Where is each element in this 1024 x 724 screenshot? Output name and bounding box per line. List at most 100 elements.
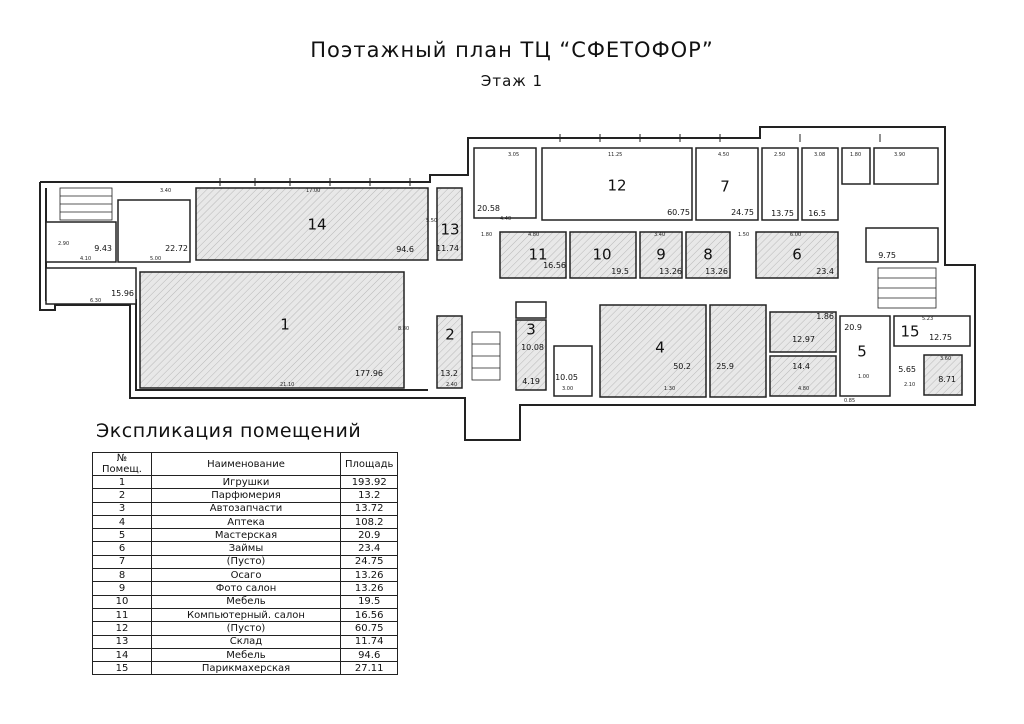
room-number: 10 (592, 246, 611, 264)
extra-areas: 9.43 22.72 15.96 20.58 13.75 16.5 9.75 2… (94, 204, 956, 386)
dimension: 21.10 (280, 382, 294, 388)
dimension: 5.50 (426, 218, 437, 224)
cell-area: 16.56 (339, 607, 399, 623)
room-10 (569, 231, 637, 279)
dimension: 6.30 (90, 298, 101, 304)
room-4c (769, 311, 837, 353)
room-number: 12 (607, 177, 626, 195)
dimension: 8.80 (398, 326, 409, 332)
room-area: 24.75 (731, 208, 754, 217)
cell-area: 20.9 (339, 528, 399, 543)
stairs (59, 187, 937, 381)
area-label: 15.96 (111, 289, 134, 298)
cell-num: 12 (92, 621, 152, 636)
dimension: 3.00 (562, 386, 573, 392)
room-4 (599, 304, 707, 398)
room-13 (436, 187, 463, 261)
room-labels: 1 177.96 2 13.2 3 10.08 4 50.2 5 20.9 6 … (280, 177, 952, 379)
cell-area: 27.11 (339, 661, 399, 676)
cell-name: (Пусто) (151, 621, 341, 636)
room-4b (709, 304, 767, 398)
cell-area: 13.26 (339, 581, 399, 596)
cell-num: 2 (92, 488, 152, 503)
dimension: 4.40 (500, 216, 511, 222)
dimension: 1.30 (664, 386, 675, 392)
room-number: 15 (900, 323, 919, 341)
area-label: 5.65 (898, 365, 916, 374)
room-number: 13 (440, 221, 459, 239)
cell-name: Осаго (151, 568, 341, 583)
room-area: 11.74 (436, 244, 459, 253)
room-number: 6 (792, 246, 802, 264)
cell-num: 8 (92, 568, 152, 583)
room-area: 19.5 (611, 267, 629, 276)
area-label: 14.4 (792, 362, 810, 371)
legend-title: Экспликация помещений (96, 420, 362, 442)
room-area: 50.2 (673, 362, 691, 371)
cell-num: 13 (92, 634, 152, 649)
room-area: 13.26 (659, 267, 682, 276)
room-number: 5 (857, 343, 867, 361)
cell-area: 19.5 (339, 594, 399, 609)
dimension: 3.05 (508, 152, 519, 158)
room-15a (923, 354, 963, 396)
room-11 (499, 231, 567, 279)
dimension: 3.08 (814, 152, 825, 158)
room-9 (639, 231, 683, 279)
area-label: 9.43 (94, 244, 112, 253)
cell-name: Парикмахерская (151, 661, 341, 676)
room-area: 94.6 (396, 245, 414, 254)
cell-name: Фото салон (151, 581, 341, 596)
area-label: 22.72 (165, 244, 188, 253)
cell-num: 7 (92, 554, 152, 570)
room-area: 16.56 (543, 261, 566, 270)
room-area: 12.75 (929, 333, 952, 342)
cell-num: 4 (92, 514, 152, 530)
dimension: 17.00 (306, 188, 320, 194)
room-area: 10.08 (521, 343, 544, 352)
cell-num: 1 (92, 474, 152, 490)
windows (219, 134, 881, 186)
page-title: Поэтажный план ТЦ “СФЕТОФОР” (310, 38, 714, 62)
cell-name: Займы (151, 541, 341, 556)
dimension: 3.90 (894, 152, 905, 158)
cell-num: 6 (92, 541, 152, 556)
dimension: 1.50 (738, 232, 749, 238)
dimension: 2.90 (58, 241, 69, 247)
room-area: 20.9 (844, 323, 862, 332)
dimension: 6.00 (790, 232, 801, 238)
table-row: 12(Пусто)60.75 (92, 621, 399, 636)
cell-name: Автозапчасти (151, 501, 341, 516)
cell-num: 10 (92, 594, 152, 609)
cell-num: 3 (92, 501, 152, 516)
dimension: 3.40 (160, 188, 171, 194)
room-number: 4 (655, 339, 665, 357)
room-number: 3 (526, 321, 536, 339)
room-8 (685, 231, 731, 279)
room-1 (139, 271, 405, 389)
room-area: 13.26 (705, 267, 728, 276)
cell-num: 5 (92, 528, 152, 543)
cell-area: 60.75 (339, 621, 399, 636)
dimension: 4.10 (80, 256, 91, 262)
floor-label: Этаж 1 (480, 72, 544, 90)
cell-name: Парфюмерия (151, 488, 341, 503)
area-label: 25.9 (716, 362, 734, 371)
cell-name: (Пусто) (151, 554, 341, 570)
cell-area: 13.2 (339, 488, 399, 503)
area-label: 16.5 (808, 209, 826, 218)
cell-num: 14 (92, 647, 152, 663)
dimension: 5.23 (922, 316, 933, 322)
cell-num: 9 (92, 581, 152, 596)
room-number: 8 (703, 246, 713, 264)
cell-name: Мебель (151, 647, 341, 663)
cell-area: 13.72 (339, 501, 399, 516)
